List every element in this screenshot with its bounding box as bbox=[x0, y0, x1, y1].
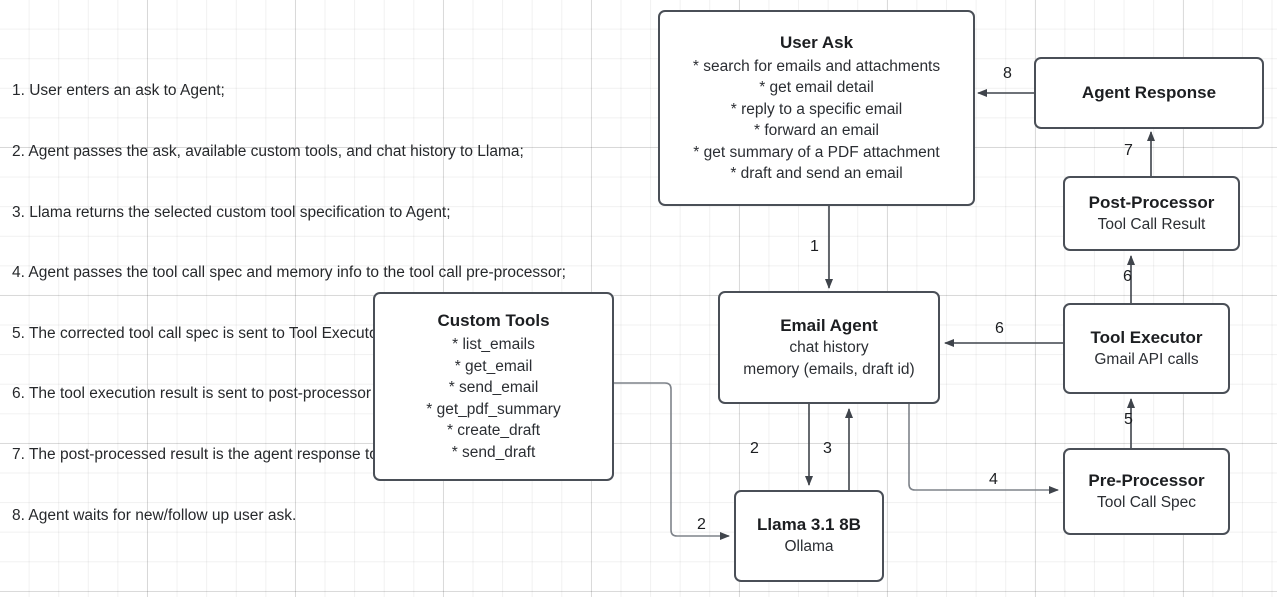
node-user-ask[interactable]: User Ask * search for emails and attachm… bbox=[658, 10, 975, 206]
list-item: * create_draft bbox=[446, 422, 541, 439]
node-tool-executor-title: Tool Executor bbox=[1090, 327, 1203, 347]
node-pre-processor[interactable]: Pre-Processor Tool Call Spec bbox=[1063, 448, 1230, 535]
list-item: * send_draft bbox=[451, 443, 536, 461]
node-llama-subtitle: Ollama bbox=[784, 538, 834, 556]
list-item: * get_email bbox=[454, 357, 533, 375]
legend-line-3: 3. Llama returns the selected custom too… bbox=[12, 203, 451, 221]
list-item: * forward an email bbox=[754, 122, 879, 139]
node-pre-processor-subtitle: Tool Call Spec bbox=[1096, 493, 1197, 511]
node-custom-tools-title: Custom Tools bbox=[437, 311, 550, 330]
node-custom-tools[interactable]: Custom Tools * list_emails * get_email *… bbox=[373, 292, 614, 481]
node-email-agent-memory: memory (emails, draft id) bbox=[743, 360, 915, 378]
list-item: * get email detail bbox=[759, 79, 874, 96]
edge-label-6a: 6 bbox=[995, 320, 1004, 337]
node-post-processor[interactable]: Post-Processor Tool Call Result bbox=[1063, 176, 1240, 251]
edge-label-2a: 2 bbox=[750, 440, 759, 457]
node-email-agent[interactable]: Email Agent chat history memory (emails,… bbox=[718, 291, 940, 404]
edge-label-1: 1 bbox=[810, 238, 819, 255]
list-item: * get summary of a PDF attachment bbox=[693, 143, 940, 161]
list-item: * reply to a specific email bbox=[730, 100, 903, 118]
edge-label-7: 7 bbox=[1124, 142, 1133, 159]
node-pre-processor-title: Pre-Processor bbox=[1088, 470, 1205, 490]
node-tool-executor-subtitle: Gmail API calls bbox=[1094, 350, 1199, 368]
node-llama-title: Llama 3.1 8B bbox=[757, 515, 861, 535]
edge-label-5: 5 bbox=[1124, 411, 1133, 428]
node-email-agent-title: Email Agent bbox=[780, 316, 878, 335]
legend-line-8: 8. Agent waits for new/follow up user as… bbox=[12, 506, 297, 524]
node-custom-tools-list: * list_emails * get_email * send_email *… bbox=[426, 334, 560, 463]
node-post-processor-title: Post-Processor bbox=[1088, 192, 1215, 212]
node-agent-response-title: Agent Response bbox=[1081, 83, 1217, 102]
edge-2b-path bbox=[614, 382, 730, 540]
node-tool-executor[interactable]: Tool Executor Gmail API calls bbox=[1063, 303, 1230, 394]
node-post-processor-subtitle: Tool Call Result bbox=[1097, 215, 1206, 233]
node-user-ask-title: User Ask bbox=[779, 32, 854, 52]
legend-line-2: 2. Agent passes the ask, available custo… bbox=[12, 143, 524, 161]
legend-line-4: 4. Agent passes the tool call spec and m… bbox=[12, 264, 566, 282]
edge-label-6b: 6 bbox=[1123, 268, 1132, 285]
edge-label-3: 3 bbox=[823, 440, 832, 457]
list-item: * send_email bbox=[448, 379, 539, 396]
edge-label-8: 8 bbox=[1003, 65, 1012, 82]
list-item: * get_pdf_summary bbox=[426, 400, 561, 418]
list-item: * draft and send an email bbox=[730, 165, 903, 182]
node-email-agent-chat-history: chat history bbox=[789, 339, 869, 356]
list-item: * list_emails bbox=[452, 336, 535, 353]
node-user-ask-list: * search for emails and attachments * ge… bbox=[693, 56, 940, 185]
legend-line-1: 1. User enters an ask to Agent; bbox=[12, 82, 225, 100]
node-llama[interactable]: Llama 3.1 8B Ollama bbox=[734, 490, 884, 582]
edge-4-path bbox=[908, 404, 1059, 494]
edge-label-4: 4 bbox=[989, 471, 998, 488]
node-agent-response[interactable]: Agent Response bbox=[1034, 57, 1264, 129]
list-item: * search for emails and attachments bbox=[692, 57, 941, 75]
edge-label-2b: 2 bbox=[697, 516, 706, 533]
